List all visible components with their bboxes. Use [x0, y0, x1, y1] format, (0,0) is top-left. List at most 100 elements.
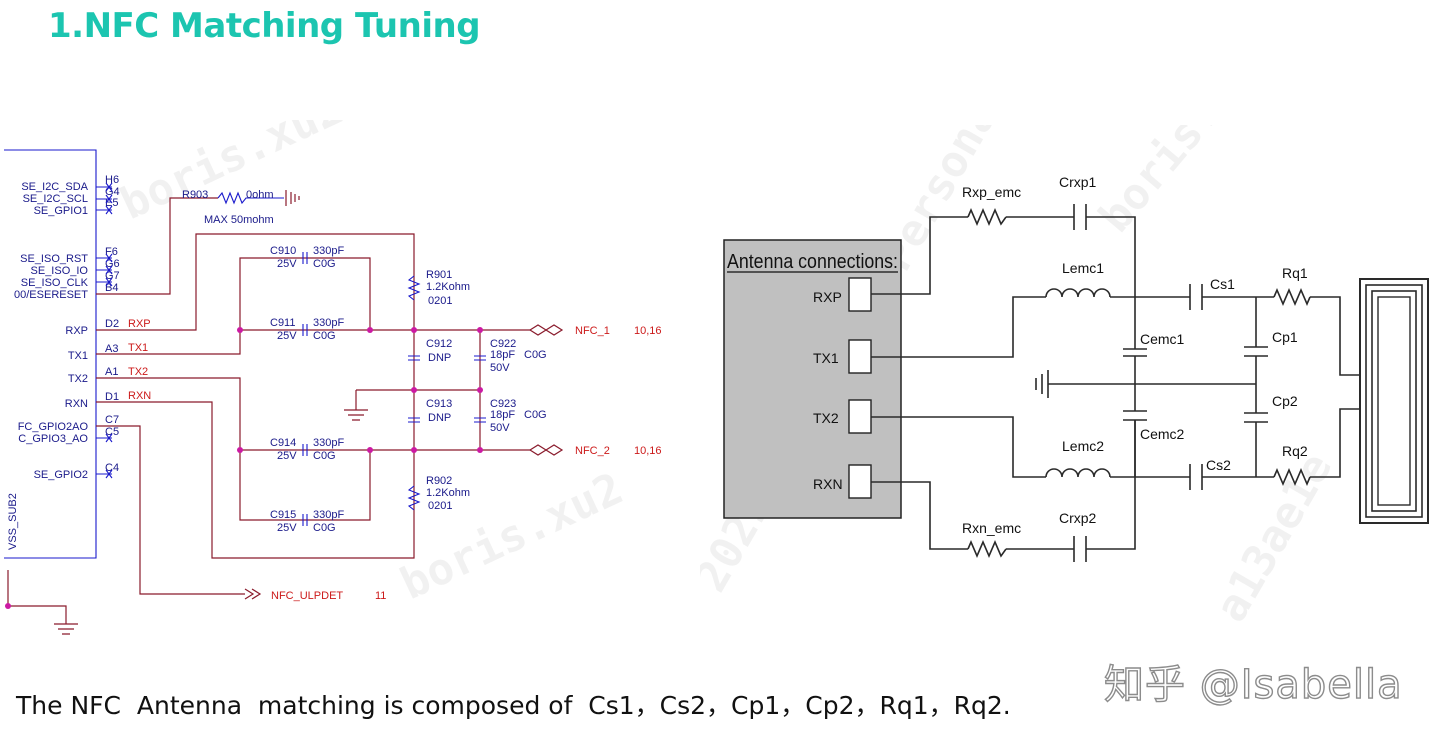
- ic-pin-name: SE_ISO_RST: [20, 253, 88, 265]
- c913-ref: C913: [426, 398, 452, 410]
- label-crxp2: Crxp2: [1059, 510, 1097, 526]
- c912-value: DNP: [428, 352, 451, 364]
- label-cemc2: Cemc2: [1140, 426, 1185, 442]
- series-capacitors: [302, 252, 308, 526]
- c914-value: 330pF: [313, 437, 344, 449]
- net-label-tx2: TX2: [128, 366, 148, 378]
- c923-dielectric: C0G: [524, 409, 547, 421]
- ic-pin-name: TX2: [68, 373, 88, 385]
- c922-voltage: 50V: [490, 362, 510, 374]
- ground-icon: [344, 409, 368, 421]
- net-nfc2-pages: 10,16: [634, 445, 662, 457]
- pin-label-tx1: TX1: [813, 350, 839, 366]
- net-ulpdet: NFC_ULPDET: [271, 590, 343, 602]
- rxn-emc-resistor: [967, 539, 1007, 559]
- cp1-capacitor: [1244, 346, 1268, 357]
- net-ulpdet-pages: 11: [375, 590, 386, 602]
- r903-resistor: [217, 191, 284, 205]
- rq2-resistor: [1273, 467, 1311, 487]
- watermark-a: boris.xu2: [1089, 125, 1281, 242]
- r901-value: 1.2Kohm: [426, 281, 470, 293]
- pin-number: D2: [105, 318, 119, 330]
- ic-sub-name: VSS_SUB2: [7, 493, 19, 550]
- label-cs2: Cs2: [1206, 457, 1231, 473]
- cp2-capacitor: [1244, 412, 1268, 423]
- ic-pin-name: SE_GPIO2: [34, 469, 88, 481]
- c912-ref: C912: [426, 338, 452, 350]
- rxp-emc-resistor: [967, 207, 1007, 227]
- ground-icon: [1035, 370, 1049, 398]
- r902-value: 1.2Kohm: [426, 487, 470, 499]
- label-rq1: Rq1: [1282, 265, 1308, 281]
- pin-number: C5: [105, 426, 119, 438]
- c913-value: DNP: [428, 412, 451, 424]
- ic-pin-name: C_GPIO3_AO: [18, 433, 88, 445]
- slide-title: 1.NFC Matching Tuning: [48, 6, 481, 46]
- pin-number: A3: [105, 343, 118, 355]
- ic-pin-name: SE_ISO_CLK: [21, 277, 89, 289]
- c914-dielectric: C0G: [313, 450, 336, 462]
- label-cp1: Cp1: [1272, 329, 1298, 345]
- ic-pin-name: SE_ISO_IO: [31, 265, 89, 277]
- crxp2-capacitor: [1073, 536, 1087, 562]
- r902-package: 0201: [428, 500, 452, 512]
- r901-ref: R901: [426, 269, 452, 281]
- ic-pin-name: RXN: [65, 398, 88, 410]
- pin-number: F6: [105, 246, 118, 258]
- c911-value: 330pF: [313, 317, 344, 329]
- c923-ref: C923: [490, 398, 516, 410]
- pin-number: C7: [105, 414, 119, 426]
- cemc1-capacitor: [1123, 348, 1147, 357]
- ground-icon: [54, 623, 78, 635]
- ic-pin-names: SE_I2C_SDA SE_I2C_SCL SE_GPIO1 SE_ISO_RS…: [7, 181, 89, 550]
- pin-number: D1: [105, 391, 119, 403]
- c922-ref: C922: [490, 338, 516, 350]
- pin-label-rxn: RXN: [813, 476, 843, 492]
- label-lemc2: Lemc2: [1062, 438, 1104, 454]
- rq1-resistor: [1273, 287, 1311, 307]
- ulpdet-connector-icon: [244, 588, 262, 600]
- lemc1-inductor: [1045, 288, 1111, 298]
- pin-number: B4: [105, 282, 118, 294]
- lemc2-inductor: [1045, 468, 1111, 478]
- nfc-schematic: boris.xu2 boris.xu2 SE_I2C_SDA SE_I2C_SC…: [4, 120, 662, 635]
- net-nfc2: NFC_2: [575, 445, 610, 457]
- pin-number: A1: [105, 366, 118, 378]
- nfc2-connector-icon: [528, 444, 564, 456]
- label-rxp-emc: Rxp_emc: [962, 184, 1021, 200]
- c910-voltage: 25V: [277, 258, 297, 270]
- ground-icon: [285, 190, 300, 206]
- pin-number: G6: [105, 258, 120, 270]
- label-rq2: Rq2: [1282, 443, 1308, 459]
- net-nfc1-pages: 10,16: [634, 325, 662, 337]
- label-crxp1: Crxp1: [1059, 174, 1097, 190]
- antenna-coil: [1359, 278, 1429, 524]
- antenna-matching-diagram: boris.xu2 2021-03-23 AL Personal a13ae1e…: [700, 125, 1429, 631]
- c914-ref: C914: [270, 437, 296, 449]
- c923-value: 18pF: [490, 409, 515, 421]
- c915-value: 330pF: [313, 509, 344, 521]
- ic-pin-name: SE_GPIO1: [34, 205, 88, 217]
- r903-value: 0ohm: [246, 189, 274, 201]
- ic-pin-name: FC_GPIO2AO: [18, 421, 89, 433]
- pin-label-tx2: TX2: [813, 410, 839, 426]
- caption: The NFC Antenna matching is composed of …: [16, 691, 1011, 720]
- c910-value: 330pF: [313, 245, 344, 257]
- c922-value: 18pF: [490, 349, 515, 361]
- pin-number: H6: [105, 174, 119, 186]
- ic-pin-name: RXP: [65, 325, 88, 337]
- c911-voltage: 25V: [277, 330, 297, 342]
- antenna-pins: [848, 277, 872, 499]
- c911-ref: C911: [270, 317, 295, 329]
- c923-voltage: 50V: [490, 422, 510, 434]
- net-nfc1: NFC_1: [575, 325, 610, 337]
- c915-ref: C915: [270, 509, 296, 521]
- c910-dielectric: C0G: [313, 258, 336, 270]
- ic-pin-name: SE_I2C_SDA: [21, 181, 88, 193]
- pin-number: G4: [105, 186, 120, 198]
- c922-dielectric: C0G: [524, 349, 547, 361]
- c915-dielectric: C0G: [313, 522, 336, 534]
- r901-package: 0201: [428, 295, 452, 307]
- label-cs1: Cs1: [1210, 276, 1235, 292]
- r903-ref: R903: [182, 189, 208, 201]
